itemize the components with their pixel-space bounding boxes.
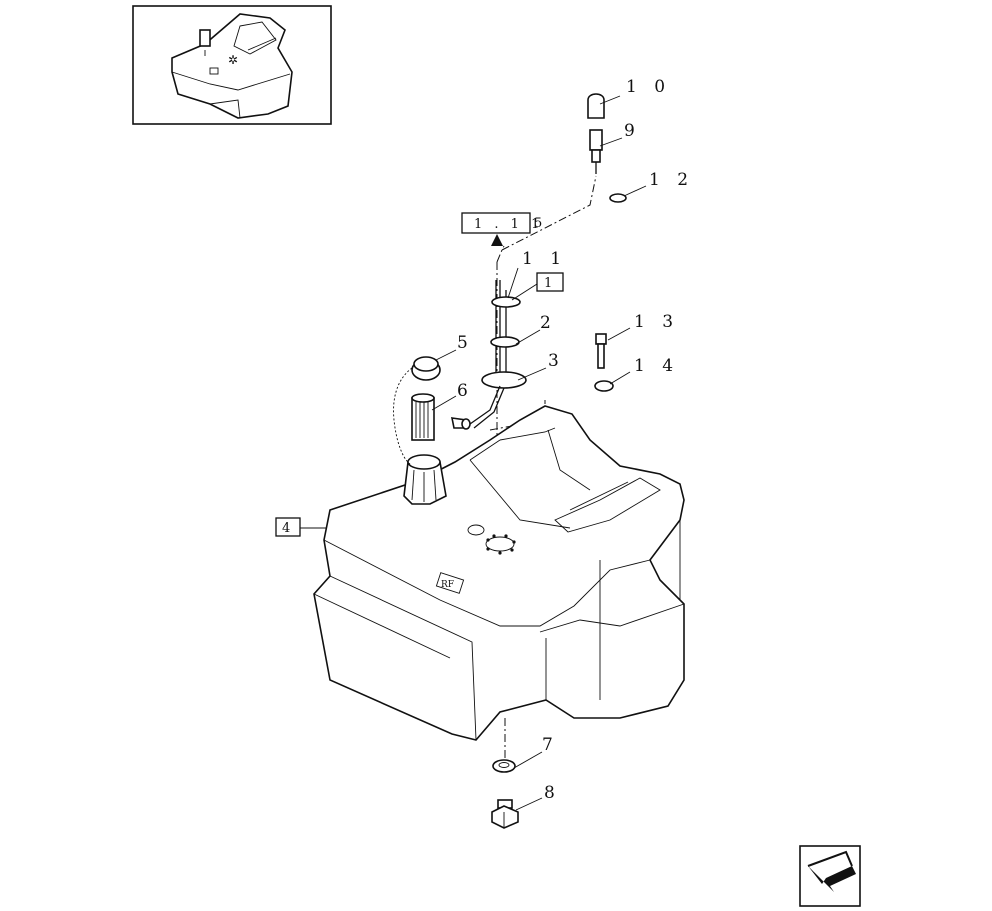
callout-10: 1 0 (626, 77, 671, 97)
connector-cap (587, 93, 605, 119)
filler-cap (393, 356, 441, 465)
svg-text:RF: RF (441, 580, 454, 590)
reference-box[interactable]: 1 . 1 1 5 (461, 212, 546, 246)
filler-strainer (411, 393, 435, 441)
fuel-tank-thumbnail-icon: ✲ (171, 13, 293, 119)
svg-text:1 . 1 1: 1 . 1 1 (474, 217, 543, 232)
connector (589, 129, 603, 174)
fuel-level-sender (450, 280, 527, 430)
svg-text:4: 4 (282, 521, 294, 536)
callout-5: 5 (457, 333, 474, 353)
svg-text:✲: ✲ (228, 53, 238, 67)
washer-14 (594, 380, 614, 392)
washer-12 (609, 193, 627, 203)
callout-labels: 1 0 9 1 2 1 1 2 3 5 6 1 3 1 4 7 8 (457, 77, 694, 803)
filler-neck (403, 454, 447, 505)
overview-thumbnail: ✲ (132, 5, 332, 125)
callout-14: 1 4 (634, 356, 679, 376)
callout-3: 3 (548, 351, 565, 371)
callout-12: 1 2 (649, 170, 694, 190)
fuel-tank-body: RF (313, 405, 685, 741)
drain-washer (492, 759, 516, 773)
callout-6: 6 (457, 381, 474, 401)
callout-9: 9 (624, 121, 641, 141)
drain-plug (491, 799, 519, 829)
callout-box-1: 1 (511, 272, 564, 301)
svg-text:1: 1 (544, 276, 556, 291)
callout-7: 7 (542, 735, 559, 755)
callout-2: 2 (540, 313, 557, 333)
callout-8: 8 (544, 783, 561, 803)
bolt-circle (486, 534, 516, 555)
leader-lines (431, 95, 647, 811)
callout-13: 1 3 (634, 312, 679, 332)
callout-11: 1 1 (522, 249, 567, 269)
svg-text:5: 5 (534, 216, 546, 231)
callout-box-4: 4 (275, 517, 326, 537)
next-page-arrow-icon[interactable] (799, 845, 861, 907)
bolt-13 (595, 333, 607, 369)
